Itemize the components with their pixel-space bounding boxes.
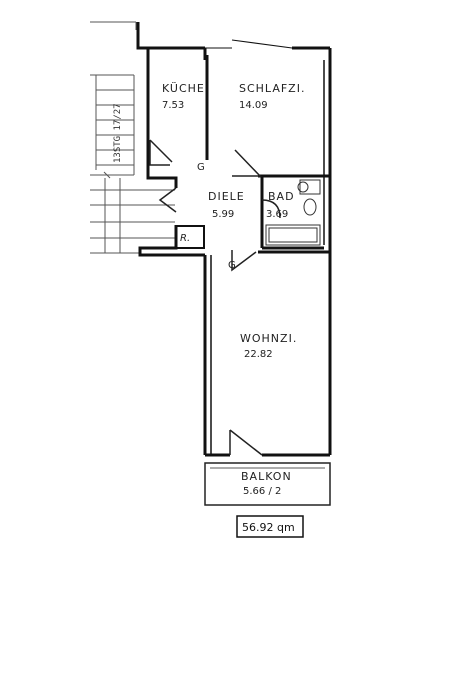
bath-fixtures	[265, 179, 321, 246]
total-area-box	[236, 515, 304, 538]
stair-note: 13STG 17/27	[113, 103, 123, 163]
room-label-wohnzi: WOHNZI.	[240, 332, 297, 345]
total-area: 56.92 qm	[242, 521, 295, 534]
room-area-kueche: 7.53	[162, 100, 184, 111]
room-area-bad: 3.69	[266, 209, 288, 220]
door-label-g-kueche: G	[197, 162, 205, 173]
room-label-balkon: BALKON	[241, 470, 292, 483]
door-label-g-wohnzi: G	[228, 260, 236, 271]
walls	[136, 22, 332, 457]
room-label-schlafzi: SCHLAFZI.	[239, 82, 305, 95]
balcony	[204, 462, 331, 506]
room-label-bad: BAD	[268, 190, 295, 203]
room-area-balkon: 5.66 / 2	[243, 486, 281, 497]
room-label-kueche: KÜCHE	[162, 82, 205, 95]
stairwell	[90, 21, 175, 254]
room-area-schlafzi: 14.09	[239, 100, 268, 111]
room-area-diele: 5.99	[212, 209, 234, 220]
room-area-wohnzi: 22.82	[244, 349, 273, 360]
door-arrows	[149, 139, 281, 456]
closet-label: R.	[180, 233, 190, 244]
room-label-diele: DIELE	[208, 190, 245, 203]
